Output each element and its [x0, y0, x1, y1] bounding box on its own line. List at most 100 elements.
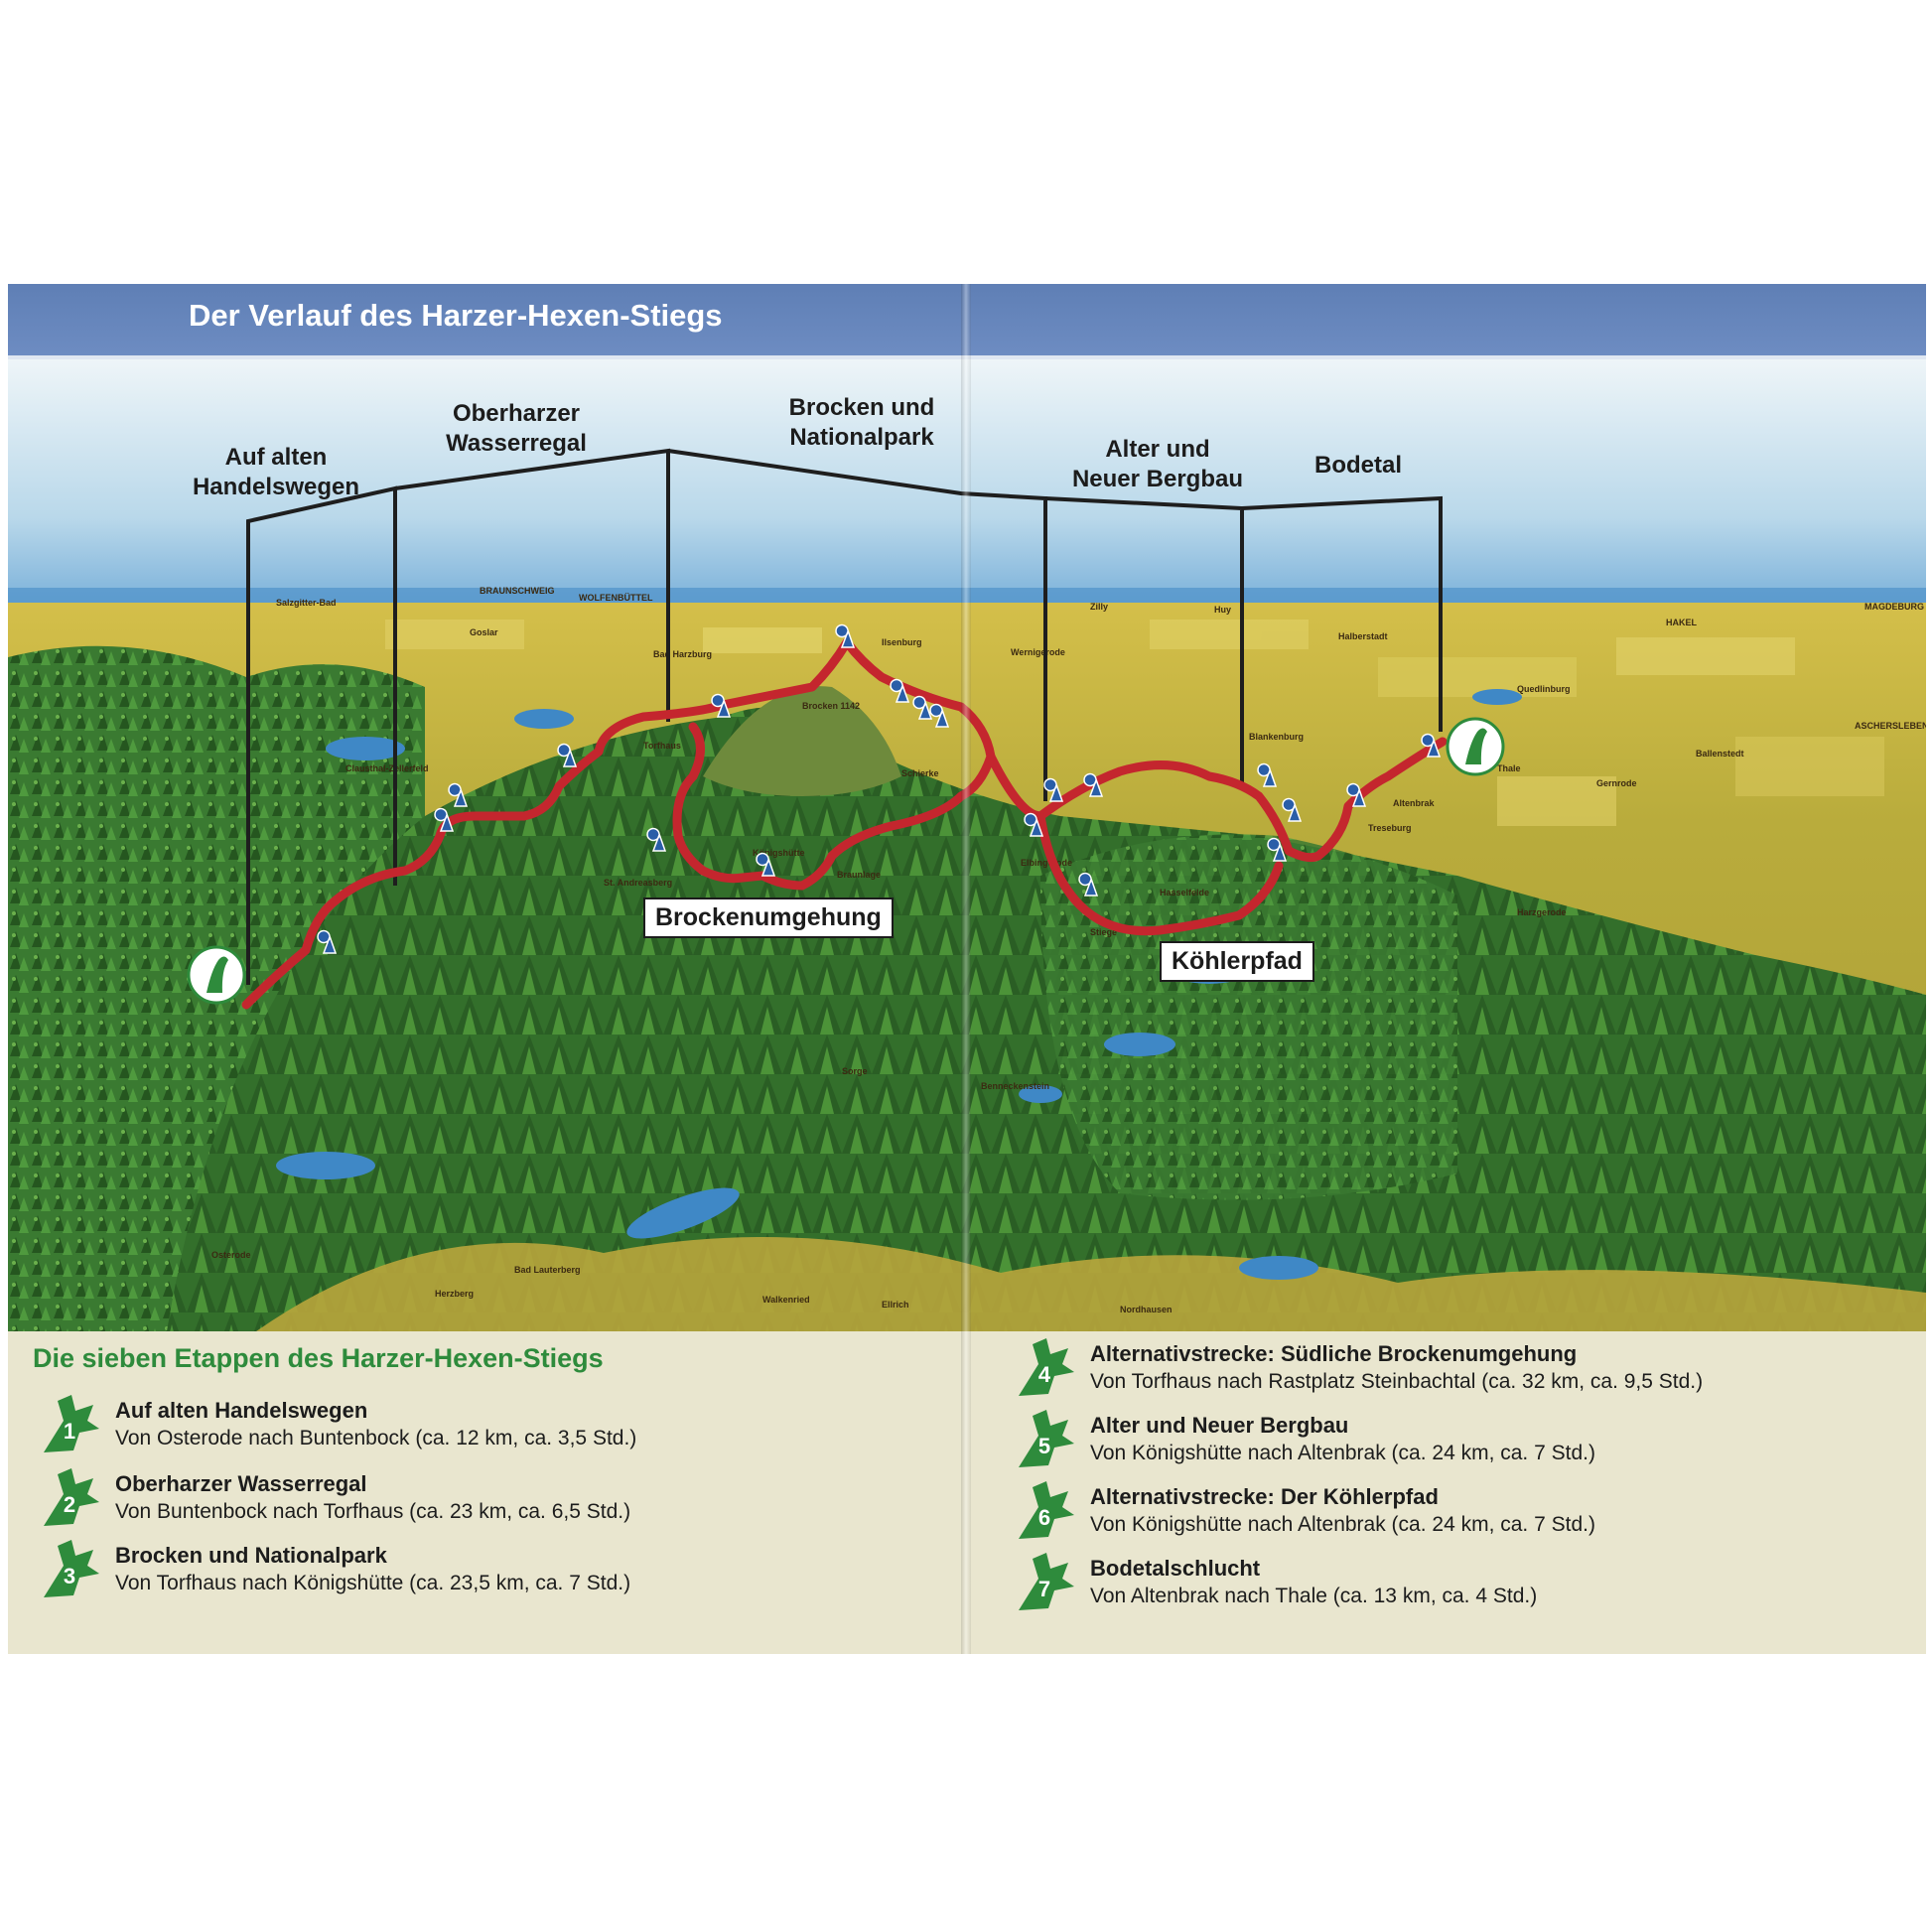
stage-number: 6: [1038, 1505, 1050, 1530]
stage-name: Bodetalschlucht: [1090, 1556, 1261, 1581]
place-bad-lauterberg: Bad Lauterberg: [514, 1265, 581, 1275]
field-patches: [385, 620, 1884, 826]
place-ballenstedt: Ballenstedt: [1696, 749, 1744, 759]
page-title: Der Verlauf des Harzer-Hexen-Stiegs: [189, 298, 723, 333]
section-label-brocken: Brocken und Nationalpark: [767, 393, 956, 453]
witch-stage-4-icon: 4: [1019, 1338, 1074, 1396]
stage-item-1: 1 Auf alten Handelswegen Von Osterode na…: [36, 1391, 636, 1456]
stage-text: Brocken und Nationalpark Von Torfhaus na…: [115, 1542, 630, 1597]
place-thale: Thale: [1497, 763, 1521, 773]
label-koehlerpfad: Köhlerpfad: [1160, 941, 1314, 982]
end-badge: [1446, 717, 1505, 776]
stage-name: Auf alten Handelswegen: [115, 1398, 368, 1423]
label-line: Wasserregal: [446, 430, 587, 457]
section-label-handelswegen: Auf alten Handelswegen: [187, 443, 365, 502]
place-braunlage: Braunlage: [837, 870, 881, 880]
place-elbingerode: Elbingerode: [1021, 858, 1072, 868]
place-sorge: Sorge: [842, 1066, 868, 1076]
place-wernigerode: Wernigerode: [1011, 647, 1065, 657]
page-fold: [961, 284, 971, 1654]
place-quedlinburg: Quedlinburg: [1517, 684, 1571, 694]
place-hakel: HAKEL: [1666, 618, 1698, 627]
stage-item-3: 3 Brocken und Nationalpark Von Torfhaus …: [36, 1536, 630, 1601]
stage-item-7: 7 Bodetalschlucht Von Altenbrak nach Tha…: [1011, 1549, 1537, 1614]
place-osterode: Osterode: [211, 1250, 251, 1260]
stage-text: Bodetalschlucht Von Altenbrak nach Thale…: [1090, 1555, 1537, 1610]
stage-name: Alternativstrecke: Südliche Brockenumgeh…: [1090, 1341, 1578, 1366]
place-gernrode: Gernrode: [1596, 778, 1637, 788]
place-nordhausen: Nordhausen: [1120, 1305, 1173, 1314]
place-aschersleben: ASCHERSLEBEN: [1855, 721, 1926, 731]
stage-route: Von Buntenbock nach Torfhaus (ca. 23 km,…: [115, 1500, 631, 1523]
stage-text: Alternativstrecke: Südliche Brockenumgeh…: [1090, 1340, 1703, 1396]
stage-route: Von Königshütte nach Altenbrak (ca. 24 k…: [1090, 1442, 1595, 1464]
place-walkenried: Walkenried: [762, 1295, 810, 1305]
place-magdeburg: MAGDEBURG: [1864, 602, 1924, 612]
place-stiege: Stiege: [1090, 927, 1117, 937]
place-zilly: Zilly: [1090, 602, 1108, 612]
place-hasselfelde: Hasselfelde: [1160, 888, 1209, 897]
place-benneckenstein: Benneckenstein: [981, 1081, 1049, 1091]
stage-route: Von Königshütte nach Altenbrak (ca. 24 k…: [1090, 1513, 1595, 1536]
brochure-spread: Der Verlauf des Harzer-Hexen-Stiegs: [8, 284, 1926, 1654]
map-graphic: BRAUNSCHWEIG WOLFENBÜTTEL Salzgitter-Bad…: [8, 359, 1926, 1331]
hiking-route: [241, 637, 1448, 1010]
label-line: Auf alten: [224, 444, 328, 471]
place-schierke: Schierke: [901, 768, 939, 778]
place-salzgitter: Salzgitter-Bad: [276, 598, 337, 608]
label-line: Alter und: [1105, 436, 1210, 463]
place-blankenburg: Blankenburg: [1249, 732, 1304, 742]
witch-stage-1-icon: 1: [44, 1395, 99, 1452]
stage-number: 3: [64, 1564, 75, 1588]
place-halberstadt: Halberstadt: [1338, 631, 1388, 641]
stage-number: 7: [1038, 1577, 1050, 1601]
stage-item-2: 2 Oberharzer Wasserregal Von Buntenbock …: [36, 1464, 630, 1530]
stage-name: Oberharzer Wasserregal: [115, 1471, 367, 1496]
place-braunschweig: BRAUNSCHWEIG: [480, 586, 555, 596]
place-st-andreasberg: St. Andreasberg: [604, 878, 672, 888]
label-brockenumgehung: Brockenumgehung: [643, 897, 894, 938]
place-harzgerode: Harzgerode: [1517, 907, 1567, 917]
start-badge: [187, 945, 246, 1005]
stage-route: Von Altenbrak nach Thale (ca. 13 km, ca.…: [1090, 1585, 1538, 1607]
waypoint-markers: [317, 623, 1442, 954]
place-ilsenburg: Ilsenburg: [882, 637, 922, 647]
stage-route: Von Osterode nach Buntenbock (ca. 12 km,…: [115, 1427, 637, 1449]
stage-name: Brocken und Nationalpark: [115, 1543, 387, 1568]
stage-text: Alternativstrecke: Der Köhlerpfad Von Kö…: [1090, 1483, 1595, 1539]
harz-massif: [167, 707, 1926, 1331]
place-brocken: Brocken 1142: [802, 701, 860, 711]
stage-number: 4: [1038, 1362, 1051, 1387]
place-ellrich: Ellrich: [882, 1300, 909, 1310]
place-clausthal: Clausthal-Zellerfeld: [345, 763, 429, 773]
witch-stage-2-icon: 2: [44, 1468, 99, 1526]
stage-text: Auf alten Handelswegen Von Osterode nach…: [115, 1397, 636, 1452]
section-label-wasserregal: Oberharzer Wasserregal: [427, 399, 606, 459]
stage-number: 1: [64, 1419, 75, 1444]
place-torfhaus: Torfhaus: [643, 741, 681, 751]
place-wolfenbuettel: WOLFENBÜTTEL: [579, 593, 653, 603]
place-goslar: Goslar: [470, 627, 498, 637]
place-herzberg: Herzberg: [435, 1289, 474, 1299]
section-label-bodetal: Bodetal: [1299, 451, 1418, 481]
stage-route: Von Torfhaus nach Königshütte (ca. 23,5 …: [115, 1572, 631, 1594]
place-bad-harzburg: Bad Harzburg: [653, 649, 712, 659]
stage-number: 5: [1038, 1434, 1050, 1458]
section-brackets: [246, 448, 1443, 985]
witch-stage-5-icon: 5: [1019, 1410, 1074, 1467]
brocken-summit: [703, 686, 901, 796]
stage-number: 2: [64, 1492, 75, 1517]
place-names: BRAUNSCHWEIG WOLFENBÜTTEL Salzgitter-Bad…: [211, 586, 1926, 1314]
title-bar: Der Verlauf des Harzer-Hexen-Stiegs: [8, 284, 1926, 359]
label-line: Oberharzer: [452, 400, 581, 427]
witch-stage-7-icon: 7: [1019, 1553, 1074, 1610]
witch-stage-6-icon: 6: [1019, 1481, 1074, 1539]
stage-item-4: 4 Alternativstrecke: Südliche Brockenumg…: [1011, 1334, 1703, 1400]
place-koenigshuette: Königshütte: [753, 848, 805, 858]
stage-name: Alternativstrecke: Der Köhlerpfad: [1090, 1484, 1439, 1509]
label-line: Handelswegen: [192, 474, 360, 500]
plateau-east: [1040, 834, 1457, 1200]
place-altenbrak: Altenbrak: [1393, 798, 1436, 808]
stage-name: Alter und Neuer Bergbau: [1090, 1413, 1349, 1438]
stage-route: Von Torfhaus nach Rastplatz Steinbachtal…: [1090, 1370, 1704, 1393]
